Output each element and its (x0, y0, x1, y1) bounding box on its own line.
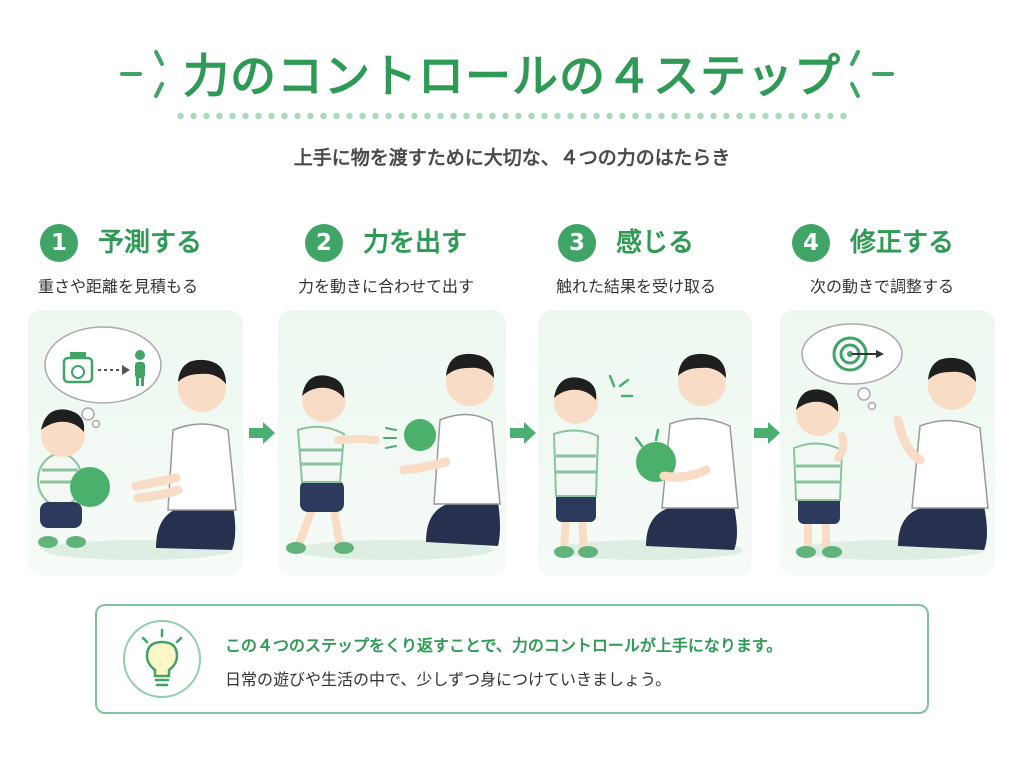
child-figure (792, 389, 848, 558)
child-figure (37, 409, 110, 548)
step-description: 次の動きで調整する (810, 277, 955, 296)
arrow-right-icon (754, 422, 780, 444)
target-icon (832, 336, 884, 372)
tip-sub-text: 日常の遊びや生活の中で、少しずつ身につけていきましょう。 (225, 670, 672, 689)
step-title: 感じる (616, 228, 695, 258)
lightbulb-icon (123, 620, 201, 698)
step-number-badge: 4 (792, 224, 830, 262)
step-title: 力を出す (363, 228, 468, 258)
step-title: 修正する (850, 228, 955, 258)
thought-bubble (44, 326, 162, 429)
step-number-badge: 1 (40, 224, 78, 262)
step-1-illustration (28, 310, 243, 576)
step-4-illustration (780, 310, 995, 576)
step-title: 予測する (98, 228, 203, 258)
step-number-badge: 3 (558, 224, 596, 262)
arrow-right-icon (510, 422, 536, 444)
tip-box: この４つのステップをくり返すことで、力のコントロールが上手になります。 日常の遊… (95, 604, 929, 714)
step-number-badge: 2 (305, 224, 343, 262)
scale-icon (62, 352, 94, 384)
adult-figure (636, 353, 739, 550)
adult-figure (399, 353, 501, 546)
adult-figure (893, 357, 989, 550)
step-description: 重さや距離を見積もる (38, 277, 199, 296)
step-description: 触れた結果を受け取る (556, 277, 717, 296)
sparkle-icon (850, 50, 894, 98)
dotted-divider (174, 112, 850, 120)
adult-figure (131, 359, 237, 550)
sparkle-icon (120, 50, 164, 98)
step-3-illustration (538, 310, 752, 576)
step-description: 力を動きに合わせて出す (298, 277, 475, 296)
arrow-right-icon (249, 422, 275, 444)
child-figure (552, 377, 600, 558)
page-title: 力のコントロールの４ステップ (183, 49, 841, 103)
page-subtitle: 上手に物を渡すために大切な、４つの力のはたらき (293, 147, 731, 169)
title-row: 力のコントロールの４ステップ (0, 38, 1024, 118)
tip-main-text: この４つのステップをくり返すことで、力のコントロールが上手になります。 (225, 636, 783, 655)
step-2-illustration (278, 310, 506, 576)
child-figure (286, 375, 380, 554)
person-icon (135, 350, 145, 386)
